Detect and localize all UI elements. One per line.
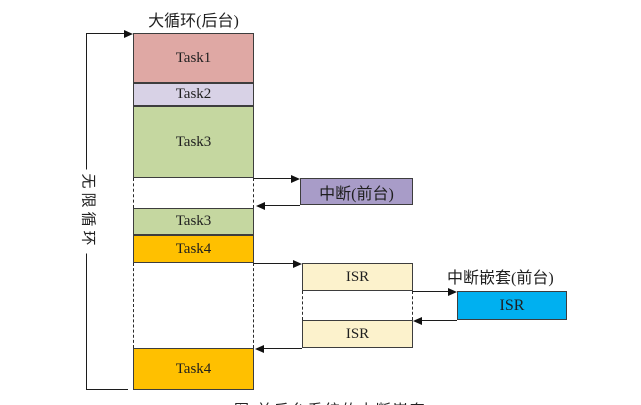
task1-block: Task1 (133, 33, 254, 83)
task2-label: Task2 (175, 86, 212, 102)
task4-resumed-block: Task4 (133, 348, 254, 390)
task3-resumed-label: Task3 (175, 213, 212, 229)
arrow-isr-return-line (262, 348, 302, 349)
stack-title: 大循环(后台) (148, 13, 239, 30)
arrow-task4-to-isr-line (254, 263, 294, 264)
isr1-block: ISR (302, 263, 413, 291)
task3-label: Task3 (175, 133, 212, 150)
loop-bracket-bottom-line (86, 389, 128, 390)
task3-block: Task3 (133, 106, 254, 178)
nested-interrupt-title: 中断嵌套(前台) (447, 270, 554, 287)
arrow-isr-to-nested-head-icon (448, 288, 457, 296)
task4-label: Task4 (175, 240, 212, 257)
interrupt-block: 中断(前台) (300, 178, 413, 205)
loop-entry-arrowhead-icon (124, 30, 133, 38)
task1-label: Task1 (175, 49, 212, 66)
nested-isr-label: ISR (499, 296, 525, 314)
figure-caption-partial: 图 前后台系统的中断嵌套 (234, 399, 454, 405)
interrupt-label: 中断(前台) (319, 185, 394, 203)
arrow-task3-to-interrupt-head-icon (291, 175, 300, 183)
nested-isr-block: ISR (457, 291, 567, 320)
arrow-task4-to-isr-head-icon (293, 260, 302, 268)
isr2-label: ISR (345, 325, 370, 342)
isr-preempted-gap (302, 291, 413, 320)
arrow-nested-return-line (420, 320, 457, 321)
arrow-nested-return-head-icon (413, 317, 422, 325)
stack-preempted-gap-2 (133, 263, 254, 348)
task4-block: Task4 (133, 235, 254, 263)
arrow-interrupt-return-line (264, 205, 300, 206)
arrow-interrupt-return-head-icon (256, 202, 265, 210)
isr2-block: ISR (302, 320, 413, 348)
infinite-loop-label: 无限循环 (78, 169, 96, 254)
loop-bracket-top-line (86, 33, 124, 34)
isr1-label: ISR (345, 268, 370, 285)
arrow-isr-return-head-icon (255, 345, 264, 353)
arrow-task3-to-interrupt-line (254, 178, 292, 179)
arrow-isr-to-nested-line (412, 291, 449, 292)
task4-resumed-label: Task4 (175, 360, 212, 377)
task2-block: Task2 (133, 83, 254, 106)
stack-preempted-gap-1 (133, 178, 254, 208)
task3-resumed-block: Task3 (133, 208, 254, 235)
